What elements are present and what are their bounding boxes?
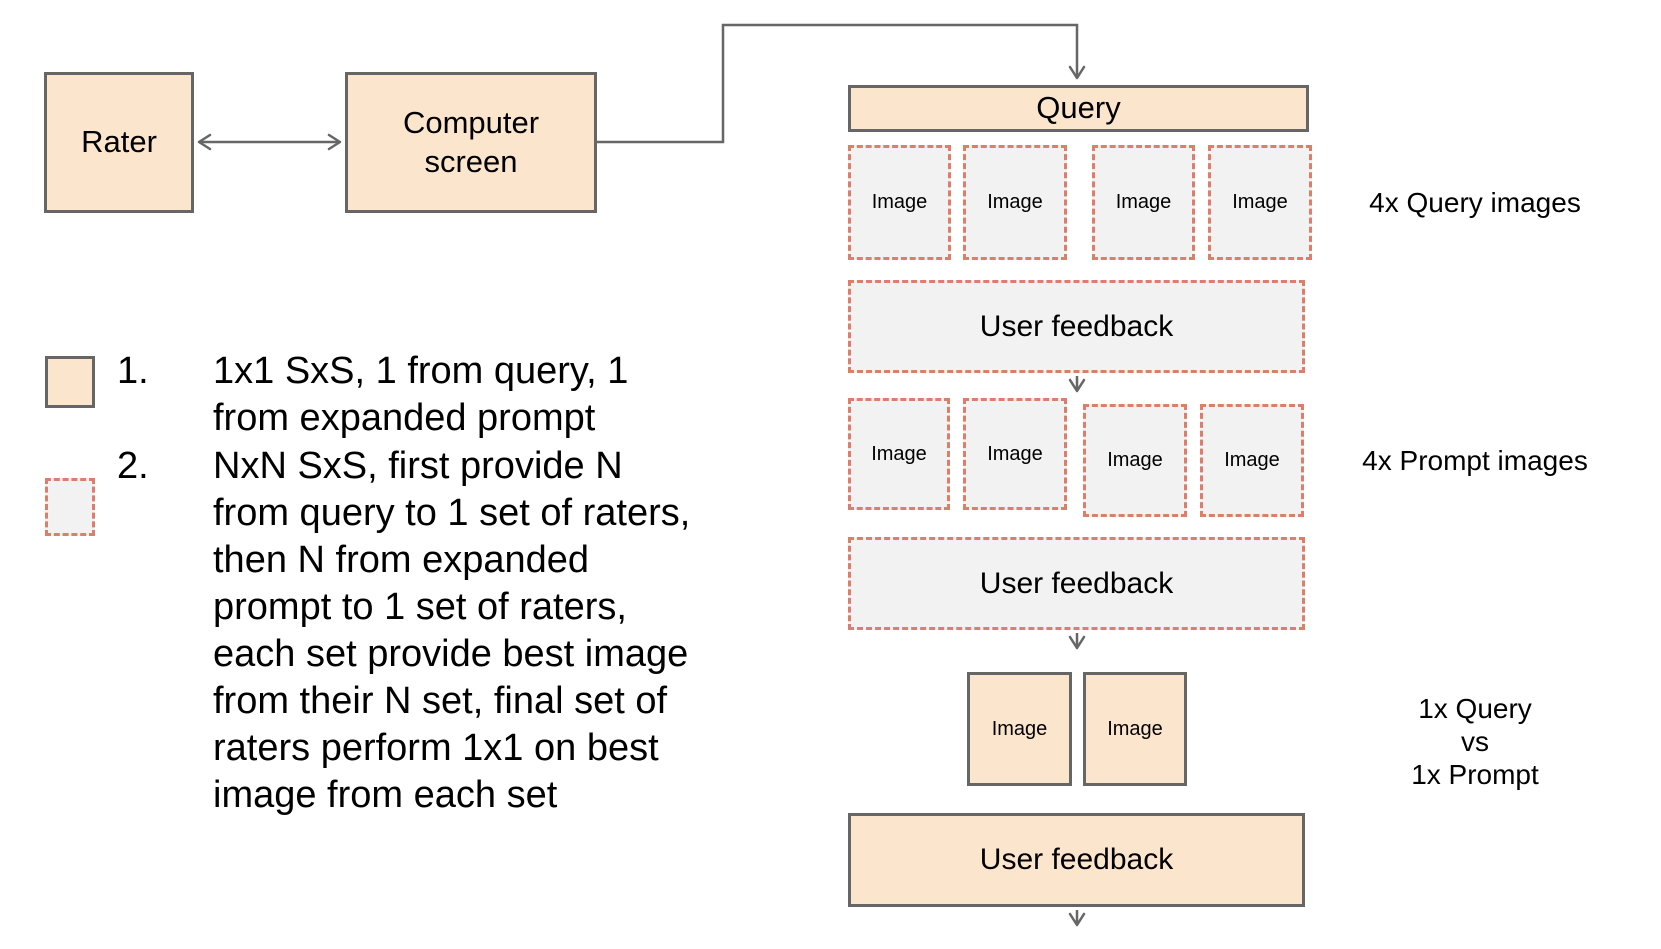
query-image-box-4: Image <box>1208 145 1312 260</box>
best-image-box-1: Image <box>967 672 1072 786</box>
best-image-box-2: Image <box>1083 672 1187 786</box>
rater-label: Rater <box>81 124 157 160</box>
user-feedback-box-2: User feedback <box>848 537 1305 630</box>
user-feedback-label: User feedback <box>979 566 1174 600</box>
user-feedback-label: User feedback <box>979 843 1174 876</box>
image-label: Image <box>1115 191 1172 213</box>
user-feedback-label: User feedback <box>979 309 1174 343</box>
legend-swatch-solid <box>45 356 95 408</box>
computer-screen-box: Computer screen <box>345 72 597 213</box>
annotation-final-compare: 1x Query vs 1x Prompt <box>1411 693 1539 790</box>
user-feedback-box-3: User feedback <box>848 813 1305 907</box>
annotation-prompt-images: 4x Prompt images <box>1362 445 1588 476</box>
image-label: Image <box>991 717 1048 740</box>
image-label: Image <box>871 191 928 213</box>
query-image-box-1: Image <box>848 145 951 260</box>
computer-screen-label: Computer screen <box>402 104 540 179</box>
image-label: Image <box>1107 449 1163 471</box>
legend-item-1-text: 1x1 SxS, 1 from query, 1 from expanded p… <box>213 350 629 439</box>
legend-item-1-number: 1. <box>117 350 149 392</box>
image-label: Image <box>871 442 927 465</box>
image-label: Image <box>1232 191 1288 213</box>
rater-box: Rater <box>44 72 194 213</box>
prompt-image-box-4: Image <box>1200 404 1304 517</box>
query-label: Query <box>1036 90 1121 126</box>
image-label: Image <box>1107 717 1163 740</box>
image-label: Image <box>987 442 1043 465</box>
image-label: Image <box>987 191 1043 213</box>
prompt-image-box-3: Image <box>1083 404 1187 517</box>
query-image-box-3: Image <box>1092 145 1195 260</box>
legend-swatch-dashed <box>45 478 95 536</box>
query-box: Query <box>848 85 1309 132</box>
prompt-image-box-2: Image <box>963 398 1067 510</box>
legend-item-2-text: NxN SxS, first provide N from query to 1… <box>213 445 691 816</box>
user-feedback-box-1: User feedback <box>848 280 1305 373</box>
annotation-query-images: 4x Query images <box>1369 187 1581 218</box>
prompt-image-box-1: Image <box>848 398 950 510</box>
query-image-box-2: Image <box>963 145 1067 260</box>
legend-item-2-number: 2. <box>117 445 149 487</box>
image-label: Image <box>1224 449 1280 471</box>
